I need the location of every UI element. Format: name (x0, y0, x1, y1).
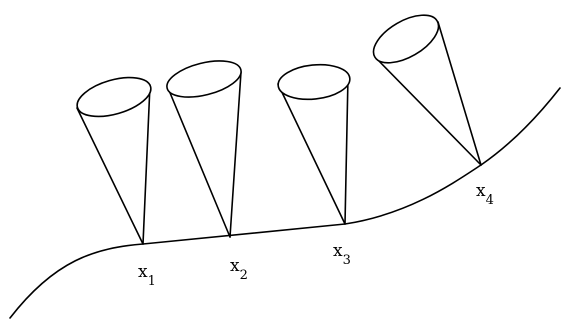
cone-x2-right-edge (229, 71, 242, 238)
cone-x2-left-edge (167, 87, 231, 238)
label-x4: x4 (476, 181, 494, 208)
cone-x1 (76, 76, 152, 245)
cone-x4-right-edge (437, 21, 482, 166)
base-curve (9, 87, 561, 319)
cone-x1-rim (76, 76, 152, 118)
cone-x4-rim (372, 14, 440, 64)
cone-x4-left-edge (375, 57, 482, 166)
cone-x2-rim (166, 60, 242, 98)
label-x2: x2 (230, 256, 248, 283)
cone-x1-right-edge (142, 84, 151, 245)
cone-x3-right-edge (344, 76, 349, 225)
cone-x3-rim (277, 63, 351, 101)
label-x1: x1 (138, 262, 156, 289)
cone-x3 (277, 63, 351, 225)
cone-x3-left-edge (277, 83, 346, 225)
cone-x1-left-edge (76, 107, 144, 245)
label-x3: x3 (333, 241, 351, 268)
cone-x2 (166, 60, 242, 238)
cone-x4 (372, 14, 482, 166)
